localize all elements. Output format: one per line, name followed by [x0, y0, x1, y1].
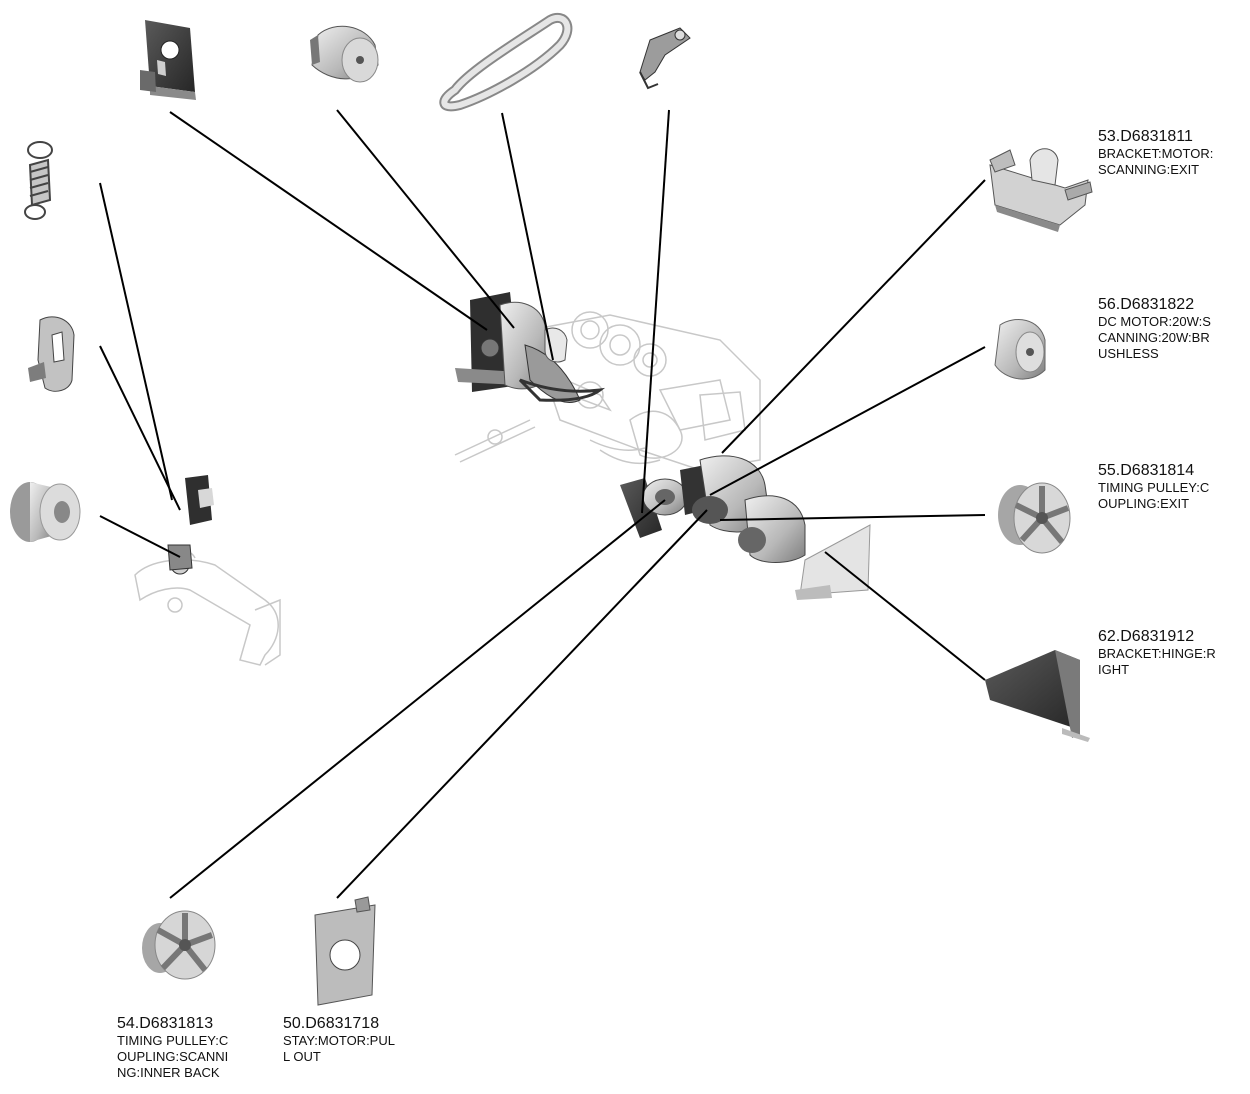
motor-bracket-assembly-upper [455, 292, 606, 403]
part-label-53: 53.D6831811 BRACKET:MOTOR: SCANNING:EXIT [1098, 128, 1213, 178]
leader-spring [99, 182, 173, 501]
part-description: BRACKET:HINGE:R IGHT [1098, 646, 1216, 677]
leader-56 [709, 346, 986, 496]
ghost-arm-assembly [134, 550, 281, 666]
part-number: 62.D6831912 [1098, 628, 1195, 645]
part-description: TIMING PULLEY:C OUPLING:EXIT [1098, 480, 1210, 511]
part-description: TIMING PULLEY:C OUPLING:SCANNI NG:INNER … [117, 1033, 229, 1080]
roller-part [10, 482, 81, 542]
dc-motor-part [994, 319, 1046, 380]
part-label-50: 50.D6831718 STAY:MOTOR:PUL L OUT [283, 1015, 395, 1065]
part-number: 54.D6831813 [117, 1015, 214, 1032]
leader-lever [641, 109, 670, 514]
central-assembly [454, 292, 871, 600]
part-label-62: 62.D6831912 BRACKET:HINGE:R IGHT [1098, 628, 1216, 678]
leader-53 [721, 179, 986, 454]
timing-belt-part [439, 13, 573, 112]
part-number: 56.D6831822 [1098, 296, 1195, 313]
leader-50 [336, 509, 708, 899]
part-description: STAY:MOTOR:PUL L OUT [283, 1033, 395, 1064]
timing-pulley-scanning-part [142, 910, 216, 980]
bracket-plate-part [140, 20, 196, 100]
leader-motor-top [336, 109, 515, 329]
timing-pulley-exit-part [998, 482, 1071, 554]
part-label-55: 55.D6831814 TIMING PULLEY:C OUPLING:EXIT [1098, 462, 1209, 512]
part-description: DC MOTOR:20W:S CANNING:20W:BR USHLESS [1098, 314, 1211, 361]
motor-top-part [310, 25, 379, 83]
spring-part [24, 141, 53, 220]
leader-55 [719, 514, 986, 521]
part-number: 50.D6831718 [283, 1015, 380, 1032]
part-number: 55.D6831814 [1098, 462, 1195, 479]
tension-plate-part [28, 316, 75, 392]
bracket-hinge-right-part [985, 650, 1090, 742]
callout-lines [99, 109, 986, 899]
part-description: BRACKET:MOTOR: SCANNING:EXIT [1098, 146, 1214, 177]
stay-motor-pull-out-part [314, 896, 376, 1006]
leader-roller [99, 515, 181, 558]
leader-54 [169, 499, 666, 899]
leader-bracket-top [169, 111, 488, 331]
lever-part [639, 27, 691, 90]
part-label-56: 56.D6831822 DC MOTOR:20W:S CANNING:20W:B… [1098, 296, 1211, 362]
part-label-54: 54.D6831813 TIMING PULLEY:C OUPLING:SCAN… [117, 1015, 228, 1081]
part-number: 53.D6831811 [1098, 128, 1193, 145]
motor-assembly-lower [620, 455, 871, 600]
tensioner-assembly [167, 475, 214, 575]
ghost-frame [454, 311, 761, 471]
leader-belt [501, 112, 554, 361]
leader-62 [824, 551, 986, 681]
bracket-motor-scanning-exit-part [989, 148, 1093, 232]
leader-tension-plate [99, 345, 181, 511]
